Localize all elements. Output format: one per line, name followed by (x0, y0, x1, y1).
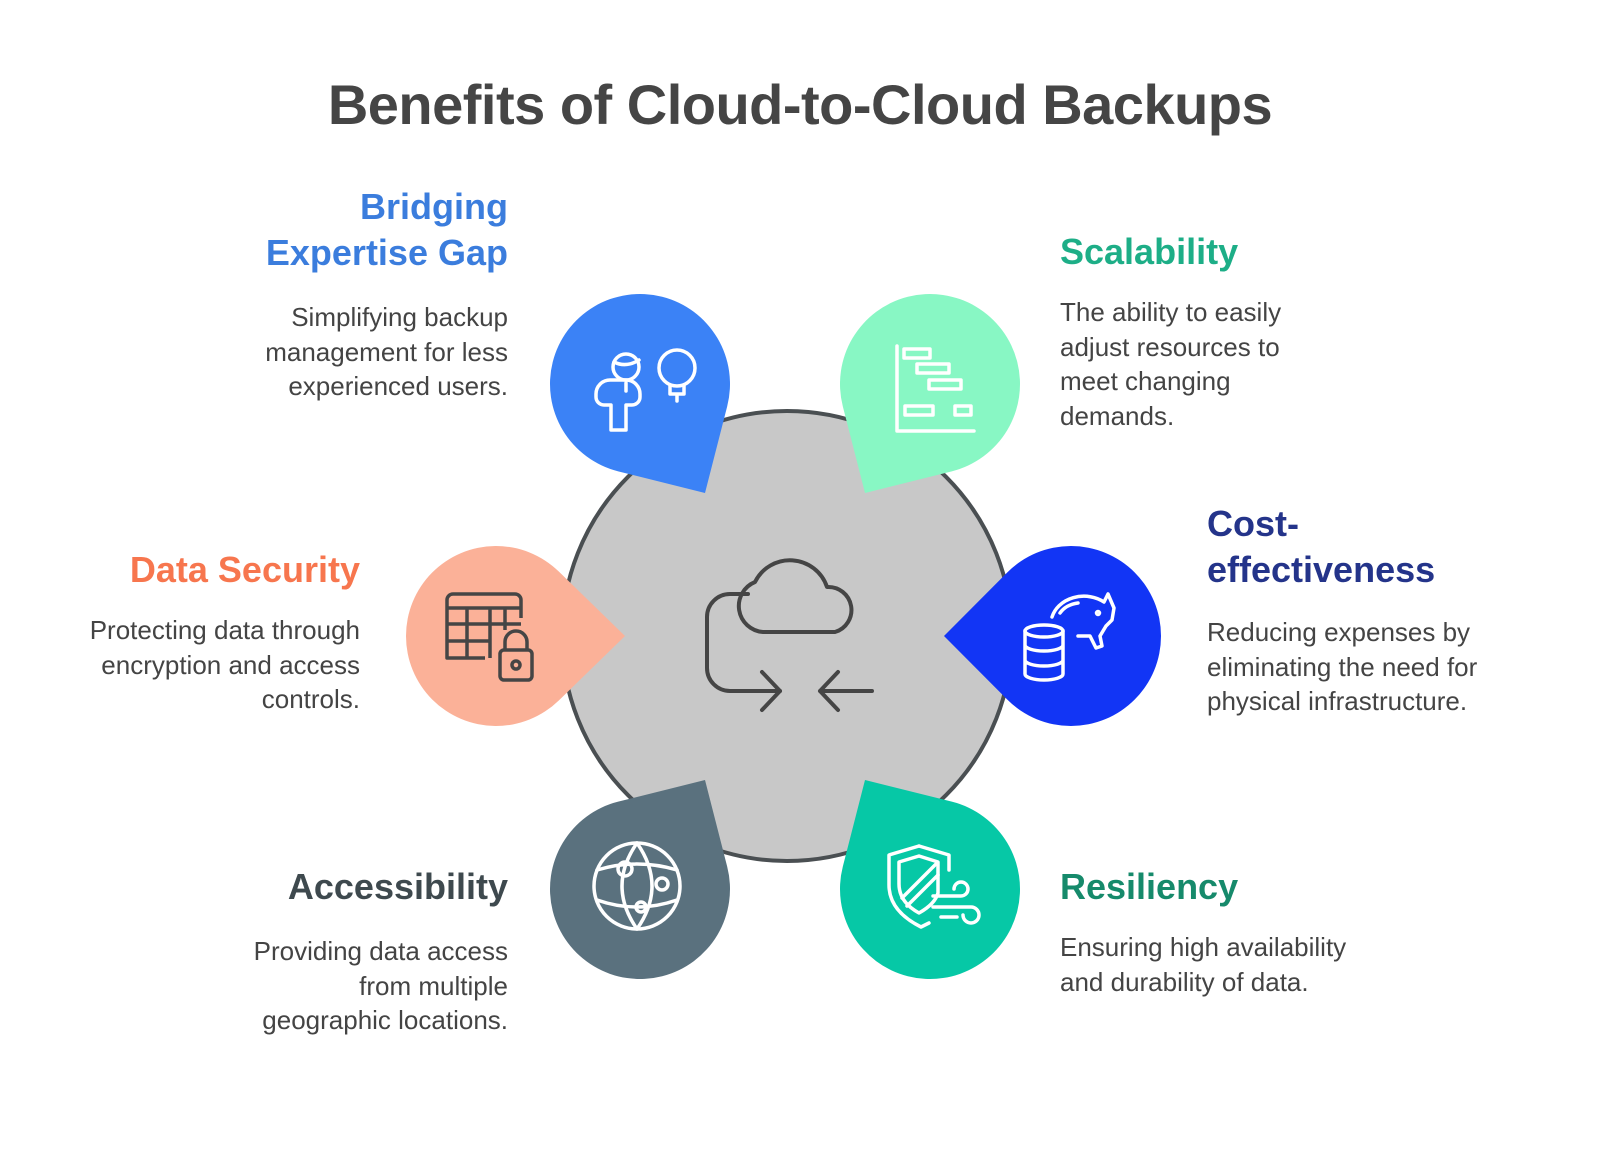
desc-line: geographic locations. (262, 1005, 508, 1035)
benefit-heading: Cost-effectiveness (1207, 501, 1477, 593)
heading-line: effectiveness (1207, 549, 1436, 590)
desc-line: Providing data access (253, 936, 508, 966)
desc-line: demands. (1060, 400, 1175, 431)
desc-line: experienced users. (288, 371, 508, 401)
piggy-bank-coins-icon (1023, 592, 1116, 682)
desc-line: Reducing expenses by (1207, 617, 1471, 647)
desc-line: and durability of data. (1060, 966, 1309, 997)
desc-line: The ability to easily (1060, 297, 1282, 327)
benefit-resiliency: Resiliency Ensuring high availability and… (1060, 864, 1346, 999)
heading-line: Expertise Gap (265, 232, 508, 273)
person-lightbulb-icon (594, 348, 697, 432)
desc-line: eliminating the need for (1207, 651, 1478, 682)
benefit-heading: Resiliency (1060, 866, 1239, 907)
petal-scalability (839, 294, 1021, 493)
desc-line: adjust resources to (1060, 331, 1280, 362)
benefit-data-security: Data Security Protecting data through enc… (90, 547, 360, 717)
gantt-chart-icon (895, 344, 976, 433)
desc-line: Protecting data through (89, 615, 360, 645)
desc-line: encryption and access (101, 649, 360, 680)
desc-line: meet changing (1060, 366, 1231, 396)
benefit-cost-effectiveness: Cost-effectiveness Reducing expenses by e… (1207, 501, 1477, 719)
benefit-scalability: Scalability The ability to easily adjust … (1060, 229, 1281, 433)
petal-data-security (406, 546, 625, 726)
shield-wind-icon (887, 844, 981, 929)
page-title: Benefits of Cloud-to-Cloud Backups (327, 73, 1273, 136)
desc-line: Ensuring high availability (1060, 932, 1347, 962)
benefit-accessibility: Accessibility Providing data access from … (254, 864, 508, 1038)
desc-line: controls. (261, 684, 360, 714)
desc-line: physical infrastructure. (1207, 686, 1468, 716)
benefit-heading: Scalability (1060, 231, 1239, 272)
benefit-heading: Data Security (129, 549, 360, 590)
benefit-heading: Accessibility (287, 866, 508, 907)
table-lock-icon (445, 592, 534, 682)
heading-line: Cost- (1207, 503, 1299, 544)
cloud-sync-icon (705, 558, 874, 712)
heading-line: Bridging (360, 186, 508, 227)
desc-line: Simplifying backup (291, 302, 508, 332)
desc-line: management for less (265, 336, 508, 367)
desc-line: from multiple (359, 970, 508, 1001)
globe-network-icon (592, 841, 682, 931)
petal-accessibility (550, 780, 731, 980)
petal-resiliency (840, 780, 1021, 980)
